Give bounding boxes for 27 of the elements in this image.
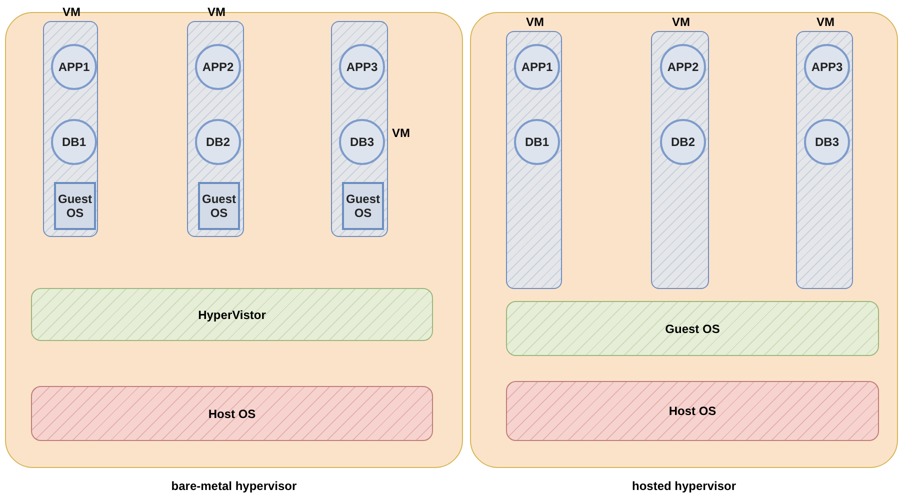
component-circle: DB1 — [514, 119, 560, 165]
component-circle: APP2 — [660, 44, 706, 90]
layer-bar: Host OS — [31, 386, 433, 441]
vm-label: VM — [671, 15, 691, 29]
component-circle: APP1 — [514, 44, 560, 90]
component-circle: DB3 — [339, 119, 385, 165]
component-circle: DB2 — [195, 119, 241, 165]
vm-label: VM — [206, 5, 226, 19]
layer-bar: Host OS — [506, 381, 879, 441]
component-circle: DB3 — [804, 119, 850, 165]
layer-bar: Guest OS — [506, 301, 879, 356]
vm-label: VM — [392, 126, 410, 140]
vm-label: VM — [525, 15, 545, 29]
component-circle: APP3 — [339, 44, 385, 90]
guest-os-box: Guest OS — [54, 182, 96, 230]
guest-os-box: Guest OS — [198, 182, 240, 230]
vm-label: VM — [62, 5, 82, 19]
layer-bar: HyperVistor — [31, 288, 433, 341]
vm-label: VM — [816, 15, 836, 29]
component-circle: DB1 — [51, 119, 97, 165]
component-circle: DB2 — [660, 119, 706, 165]
component-circle: APP1 — [51, 44, 97, 90]
panel-caption: hosted hypervisor — [630, 479, 738, 493]
panel-caption: bare-metal hypervisor — [170, 479, 298, 493]
component-circle: APP3 — [804, 44, 850, 90]
guest-os-box: Guest OS — [342, 182, 384, 230]
component-circle: APP2 — [195, 44, 241, 90]
